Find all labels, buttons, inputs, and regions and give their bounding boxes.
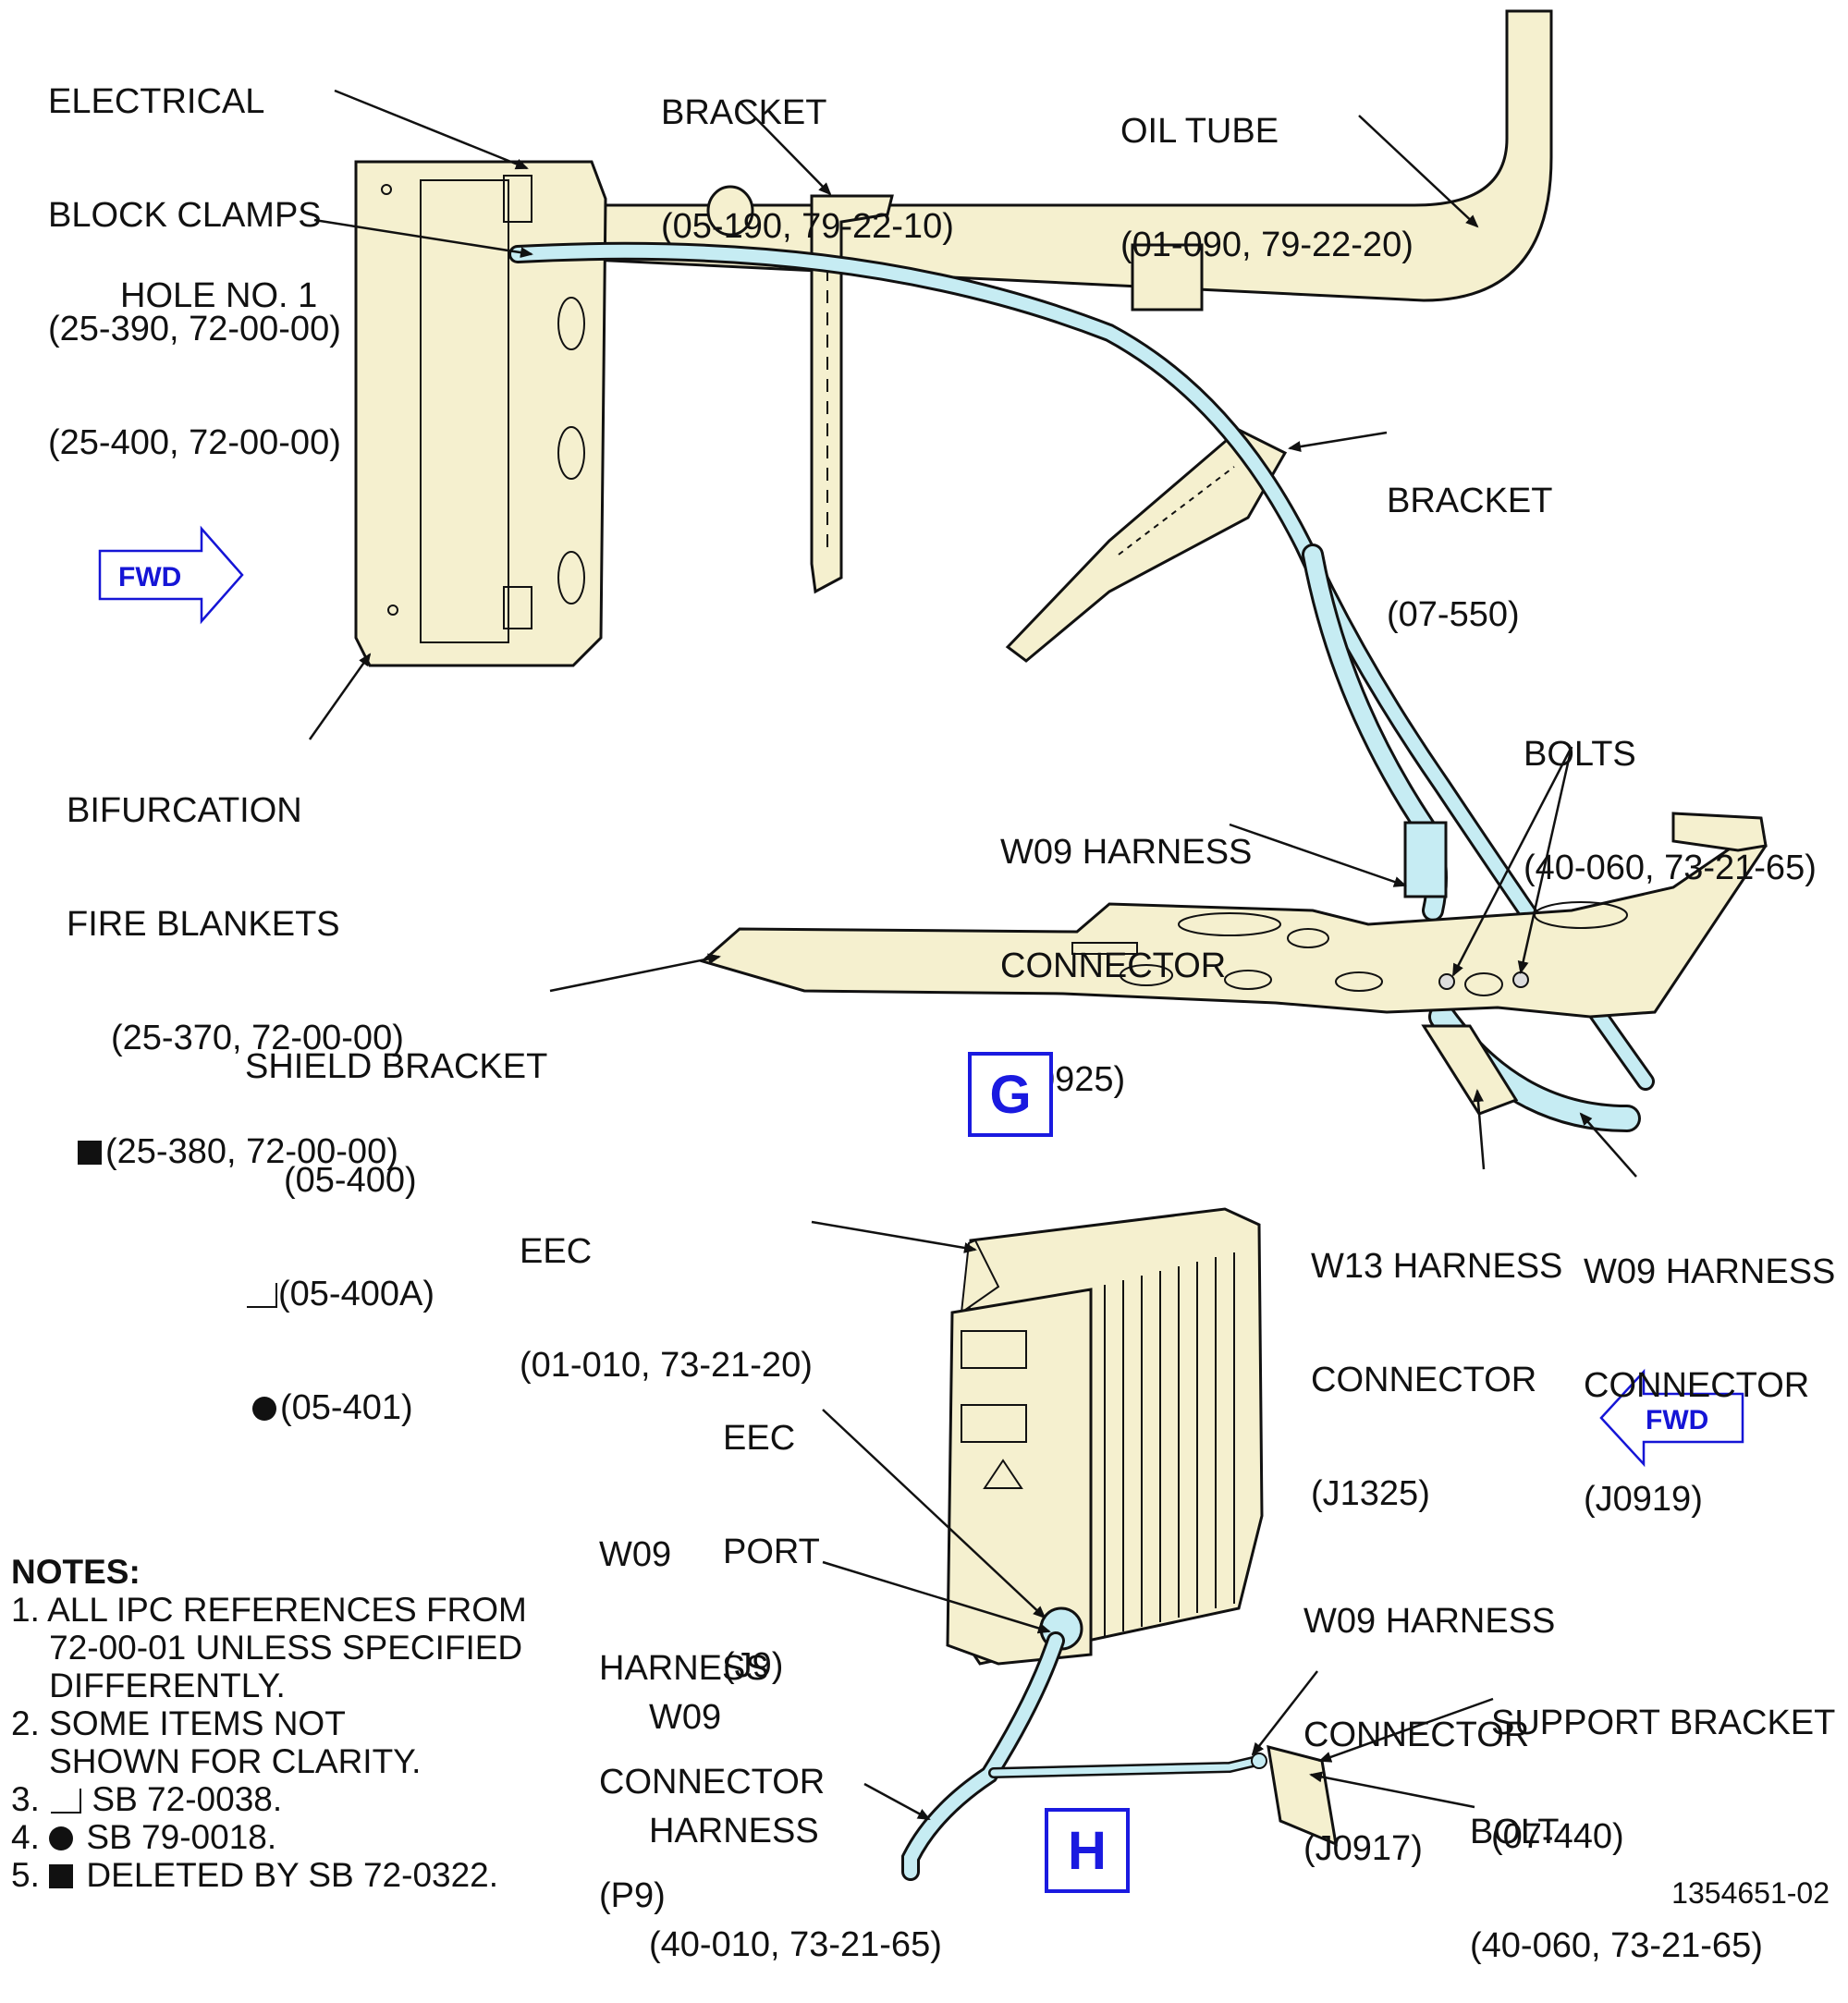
label-hole-no-1: HOLE NO. 1 [120, 276, 318, 315]
label-bolts: BOLTS (40-060, 73-21-65) [1524, 735, 1817, 887]
label-w09-j0917: W09 HARNESS CONNECTOR (J0917) [1303, 1602, 1556, 1868]
label-w13-j1325: W13 HARNESS CONNECTOR (J1325) [1311, 1247, 1563, 1513]
label-bracket-top: BRACKET (05-190, 79-22-10) [661, 93, 954, 246]
leader-lines [308, 89, 1637, 1821]
dot-symbol [49, 1826, 74, 1850]
fwd-label-2: FWD [1646, 1405, 1708, 1435]
dot-symbol [252, 1397, 276, 1421]
fwd-arrow-left [1599, 1368, 1744, 1468]
view-g-box: G [968, 1052, 1053, 1137]
triangle-symbol [51, 1789, 82, 1814]
label-electrical-block-clamps: ELECTRICAL BLOCK CLAMPS (25-390, 72-00-0… [48, 82, 341, 462]
note-1-line-3: DIFFERENTLY. [11, 1667, 286, 1704]
view-h-box: H [1045, 1808, 1130, 1893]
label-eec: EEC (01-010, 73-21-20) [520, 1232, 813, 1385]
note-1-line-1: 1. ALL IPC REFERENCES FROM [11, 1591, 527, 1629]
bracket-top [810, 194, 894, 594]
note-1-line-2: 72-00-01 UNLESS SPECIFIED [11, 1629, 523, 1667]
shield-bracket [699, 812, 1768, 1019]
label-oil-tube: OIL TUBE (01-090, 79-22-20) [1120, 112, 1414, 264]
fwd-arrow-right [98, 525, 244, 625]
bracket-mid [1005, 428, 1288, 663]
note-2-line-2: SHOWN FOR CLARITY. [11, 1742, 422, 1780]
notes-block: NOTES: 1. ALL IPC REFERENCES FROM 72-00-… [11, 1553, 527, 1894]
support-bracket [1251, 1744, 1338, 1847]
label-w09-p9: W09 HARNESS CONNECTOR (P9) [599, 1535, 826, 1915]
notes-title: NOTES: [11, 1553, 141, 1591]
label-eec-port: EEC PORT (J9) [723, 1419, 820, 1685]
label-bolt: BOLT (40-060, 73-21-65) [1470, 1813, 1763, 1965]
harness-view-h [901, 1631, 1263, 1881]
label-shield-bracket: SHIELD BRACKET (05-400) (05-400A) (05-40… [245, 1047, 548, 1427]
label-bracket-mid: BRACKET (07-550) [1387, 482, 1553, 634]
label-w09-harness: W09 HARNESS (40-010, 73-21-65) [649, 1698, 942, 1964]
w13-connector [1421, 1024, 1519, 1116]
installation-diagram: FWD FWD [98, 9, 1768, 1881]
square-symbol [49, 1864, 74, 1888]
figure-number: 1354651-02 [1671, 1876, 1830, 1910]
square-symbol [78, 1141, 102, 1165]
bifurcation-fire-blanket [354, 160, 607, 667]
harness-view-g [508, 241, 1655, 1132]
note-5: 5. DELETED BY SB 72-0322. [11, 1856, 499, 1894]
label-bifurcation-fire-blankets: BIFURCATION FIRE BLANKETS (25-370, 72-00… [67, 791, 404, 1171]
note-2-line-1: 2. SOME ITEMS NOT [11, 1704, 346, 1742]
triangle-symbol [247, 1283, 277, 1308]
note-4: 4. SB 79-0018. [11, 1818, 277, 1856]
fwd-label-1: FWD [118, 562, 181, 592]
note-3: 3. SB 72-0038. [11, 1780, 283, 1818]
label-support-bracket: SUPPORT BRACKET (07-440) [1491, 1704, 1836, 1856]
label-w09-j0919: W09 HARNESS CONNECTOR (J0919) [1584, 1252, 1836, 1519]
p0925-connector [1403, 821, 1448, 898]
eec-unit [946, 1207, 1264, 1666]
